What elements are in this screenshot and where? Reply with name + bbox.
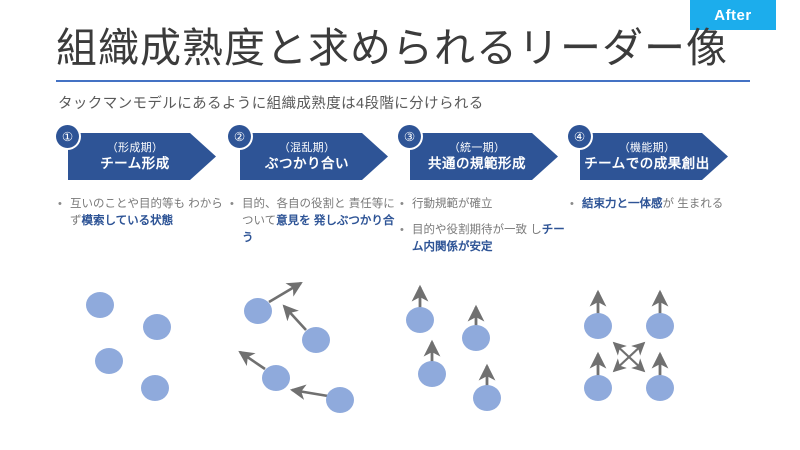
stage-bullets-3: • 行動規範が確立 • 目的や役割期待が一致 しチーム内関係が安定 <box>400 196 568 265</box>
diagonal-arrow-icon <box>628 356 646 373</box>
diagonal-arrow-icon <box>612 341 630 358</box>
list-item: • 結束力と一体感が 生まれる <box>570 196 738 213</box>
stage-main-label-1: チーム形成 <box>100 156 170 171</box>
direction-arrow-group <box>411 284 496 386</box>
team-member-dot <box>143 314 171 340</box>
bullet-plain-before: 互いのことや目的等も わからず <box>70 198 223 227</box>
interaction-cross-arrows <box>612 341 646 373</box>
stage-sub-label-1: （形成期） <box>106 142 164 154</box>
stage-number-4: ④ <box>568 125 591 148</box>
team-member-dot <box>244 298 272 324</box>
bullet-highlight: チーム内関係が安定 <box>412 224 565 253</box>
bullet-text: 行動規範が確立 <box>412 196 568 213</box>
stage-sub-label-2: （混乱期） <box>278 142 336 154</box>
list-item: • 目的、各自の役割と 責任等について意見を 発しぶつかり合う <box>230 196 398 247</box>
dot-group <box>584 313 674 401</box>
stage-chevron-4[interactable]: （機能期） チームでの成果創出 <box>580 133 728 180</box>
direction-arrow-icon <box>238 350 266 371</box>
team-member-dot <box>406 307 434 333</box>
title-divider <box>56 80 750 82</box>
bullet-text: 互いのことや目的等も わからず模索している状態 <box>70 196 226 230</box>
team-member-dot <box>646 313 674 339</box>
stage-chevron-2[interactable]: （混乱期） ぶつかり合い <box>240 133 388 180</box>
team-member-dot <box>473 385 501 411</box>
bullet-text: 目的、各自の役割と 責任等について意見を 発しぶつかり合う <box>242 196 398 247</box>
stage-bullets-2: • 目的、各自の役割と 責任等について意見を 発しぶつかり合う <box>230 196 398 256</box>
stage-1: ① （形成期） チーム形成 • 互いのことや目的等も わからず模索している状態 <box>56 0 226 450</box>
dot-group <box>244 298 354 413</box>
bullet-marker: • <box>400 198 404 210</box>
team-member-dot <box>262 365 290 391</box>
bullet-plain-before: 目的や役割期待が一致 し <box>412 224 542 236</box>
dots-diagram-svg-4 <box>584 289 674 401</box>
bullet-marker: • <box>400 224 404 236</box>
stage-diagram-1 <box>56 278 228 413</box>
dots-diagram-svg-3 <box>406 284 501 411</box>
stage-main-label-4: チームでの成果創出 <box>584 156 710 171</box>
bullet-highlight: 意見を 発しぶつかり合う <box>242 215 395 244</box>
team-member-dot <box>584 313 612 339</box>
stage-chevron-1[interactable]: （形成期） チーム形成 <box>68 133 216 180</box>
list-item: • 行動規範が確立 <box>400 196 568 213</box>
stage-diagram-3 <box>398 278 570 413</box>
stage-number-1: ① <box>56 125 79 148</box>
bullet-highlight: 模索している状態 <box>81 215 174 227</box>
team-member-dot <box>86 292 114 318</box>
stage-bullets-1: • 互いのことや目的等も わからず模索している状態 <box>58 196 226 239</box>
stage-diagram-4 <box>568 278 740 413</box>
direction-arrow-icon <box>268 281 303 304</box>
team-member-dot <box>95 348 123 374</box>
stage-main-label-2: ぶつかり合い <box>265 156 349 171</box>
team-member-dot <box>302 327 330 353</box>
direction-arrow-icon <box>289 384 329 400</box>
bullet-plain-before: 目的、各自の役割と 責任等について <box>242 198 395 227</box>
stage-number-3: ③ <box>398 125 421 148</box>
direction-arrow-group <box>238 281 329 400</box>
bullet-highlight: 結束力と一体感 <box>582 198 663 210</box>
stage-main-label-3: 共通の規範形成 <box>428 156 526 171</box>
list-item: • 互いのことや目的等も わからず模索している状態 <box>58 196 226 230</box>
team-member-dot <box>418 361 446 387</box>
stage-3: ③ （統一期） 共通の規範形成 • 行動規範が確立 • 目的や役割期待が一致 し… <box>398 0 568 450</box>
stage-number-2: ② <box>228 125 251 148</box>
team-member-dot <box>326 387 354 413</box>
diagonal-arrow-icon <box>612 356 630 373</box>
dots-diagram-svg-2 <box>238 281 354 413</box>
stage-chevron-3[interactable]: （統一期） 共通の規範形成 <box>410 133 558 180</box>
bullet-text: 結束力と一体感が 生まれる <box>582 196 738 213</box>
dot-group <box>86 292 171 401</box>
list-item: • 目的や役割期待が一致 しチーム内関係が安定 <box>400 222 568 256</box>
bullet-text: 目的や役割期待が一致 しチーム内関係が安定 <box>412 222 568 256</box>
stage-4: ④ （機能期） チームでの成果創出 • 結束力と一体感が 生まれる <box>568 0 738 450</box>
diagonal-arrow-icon <box>628 341 646 358</box>
team-member-dot <box>584 375 612 401</box>
bullet-marker: • <box>570 198 574 210</box>
direction-arrow-group <box>589 289 669 376</box>
bullet-plain-before: 行動規範が確立 <box>412 198 493 210</box>
stage-bullets-4: • 結束力と一体感が 生まれる <box>570 196 738 222</box>
team-member-dot <box>141 375 169 401</box>
bullet-marker: • <box>230 198 234 210</box>
bullet-marker: • <box>58 198 62 210</box>
dots-diagram-svg-1 <box>86 292 171 401</box>
stage-diagram-2 <box>228 278 400 413</box>
stage-2: ② （混乱期） ぶつかり合い • 目的、各自の役割と 責任等について意見を 発し… <box>228 0 398 450</box>
after-badge: After <box>690 0 776 30</box>
page-title: 組織成熟度と求められるリーダー像 <box>56 25 728 71</box>
dot-group <box>406 307 501 411</box>
page-subtitle: タックマンモデルにあるように組織成熟度は4段階に分けられる <box>58 96 484 112</box>
stage-sub-label-4: （機能期） <box>618 142 676 154</box>
bullet-plain-after: が 生まれる <box>662 198 724 210</box>
team-member-dot <box>462 325 490 351</box>
stage-sub-label-3: （統一期） <box>448 142 506 154</box>
direction-arrow-icon <box>282 304 307 331</box>
team-member-dot <box>646 375 674 401</box>
